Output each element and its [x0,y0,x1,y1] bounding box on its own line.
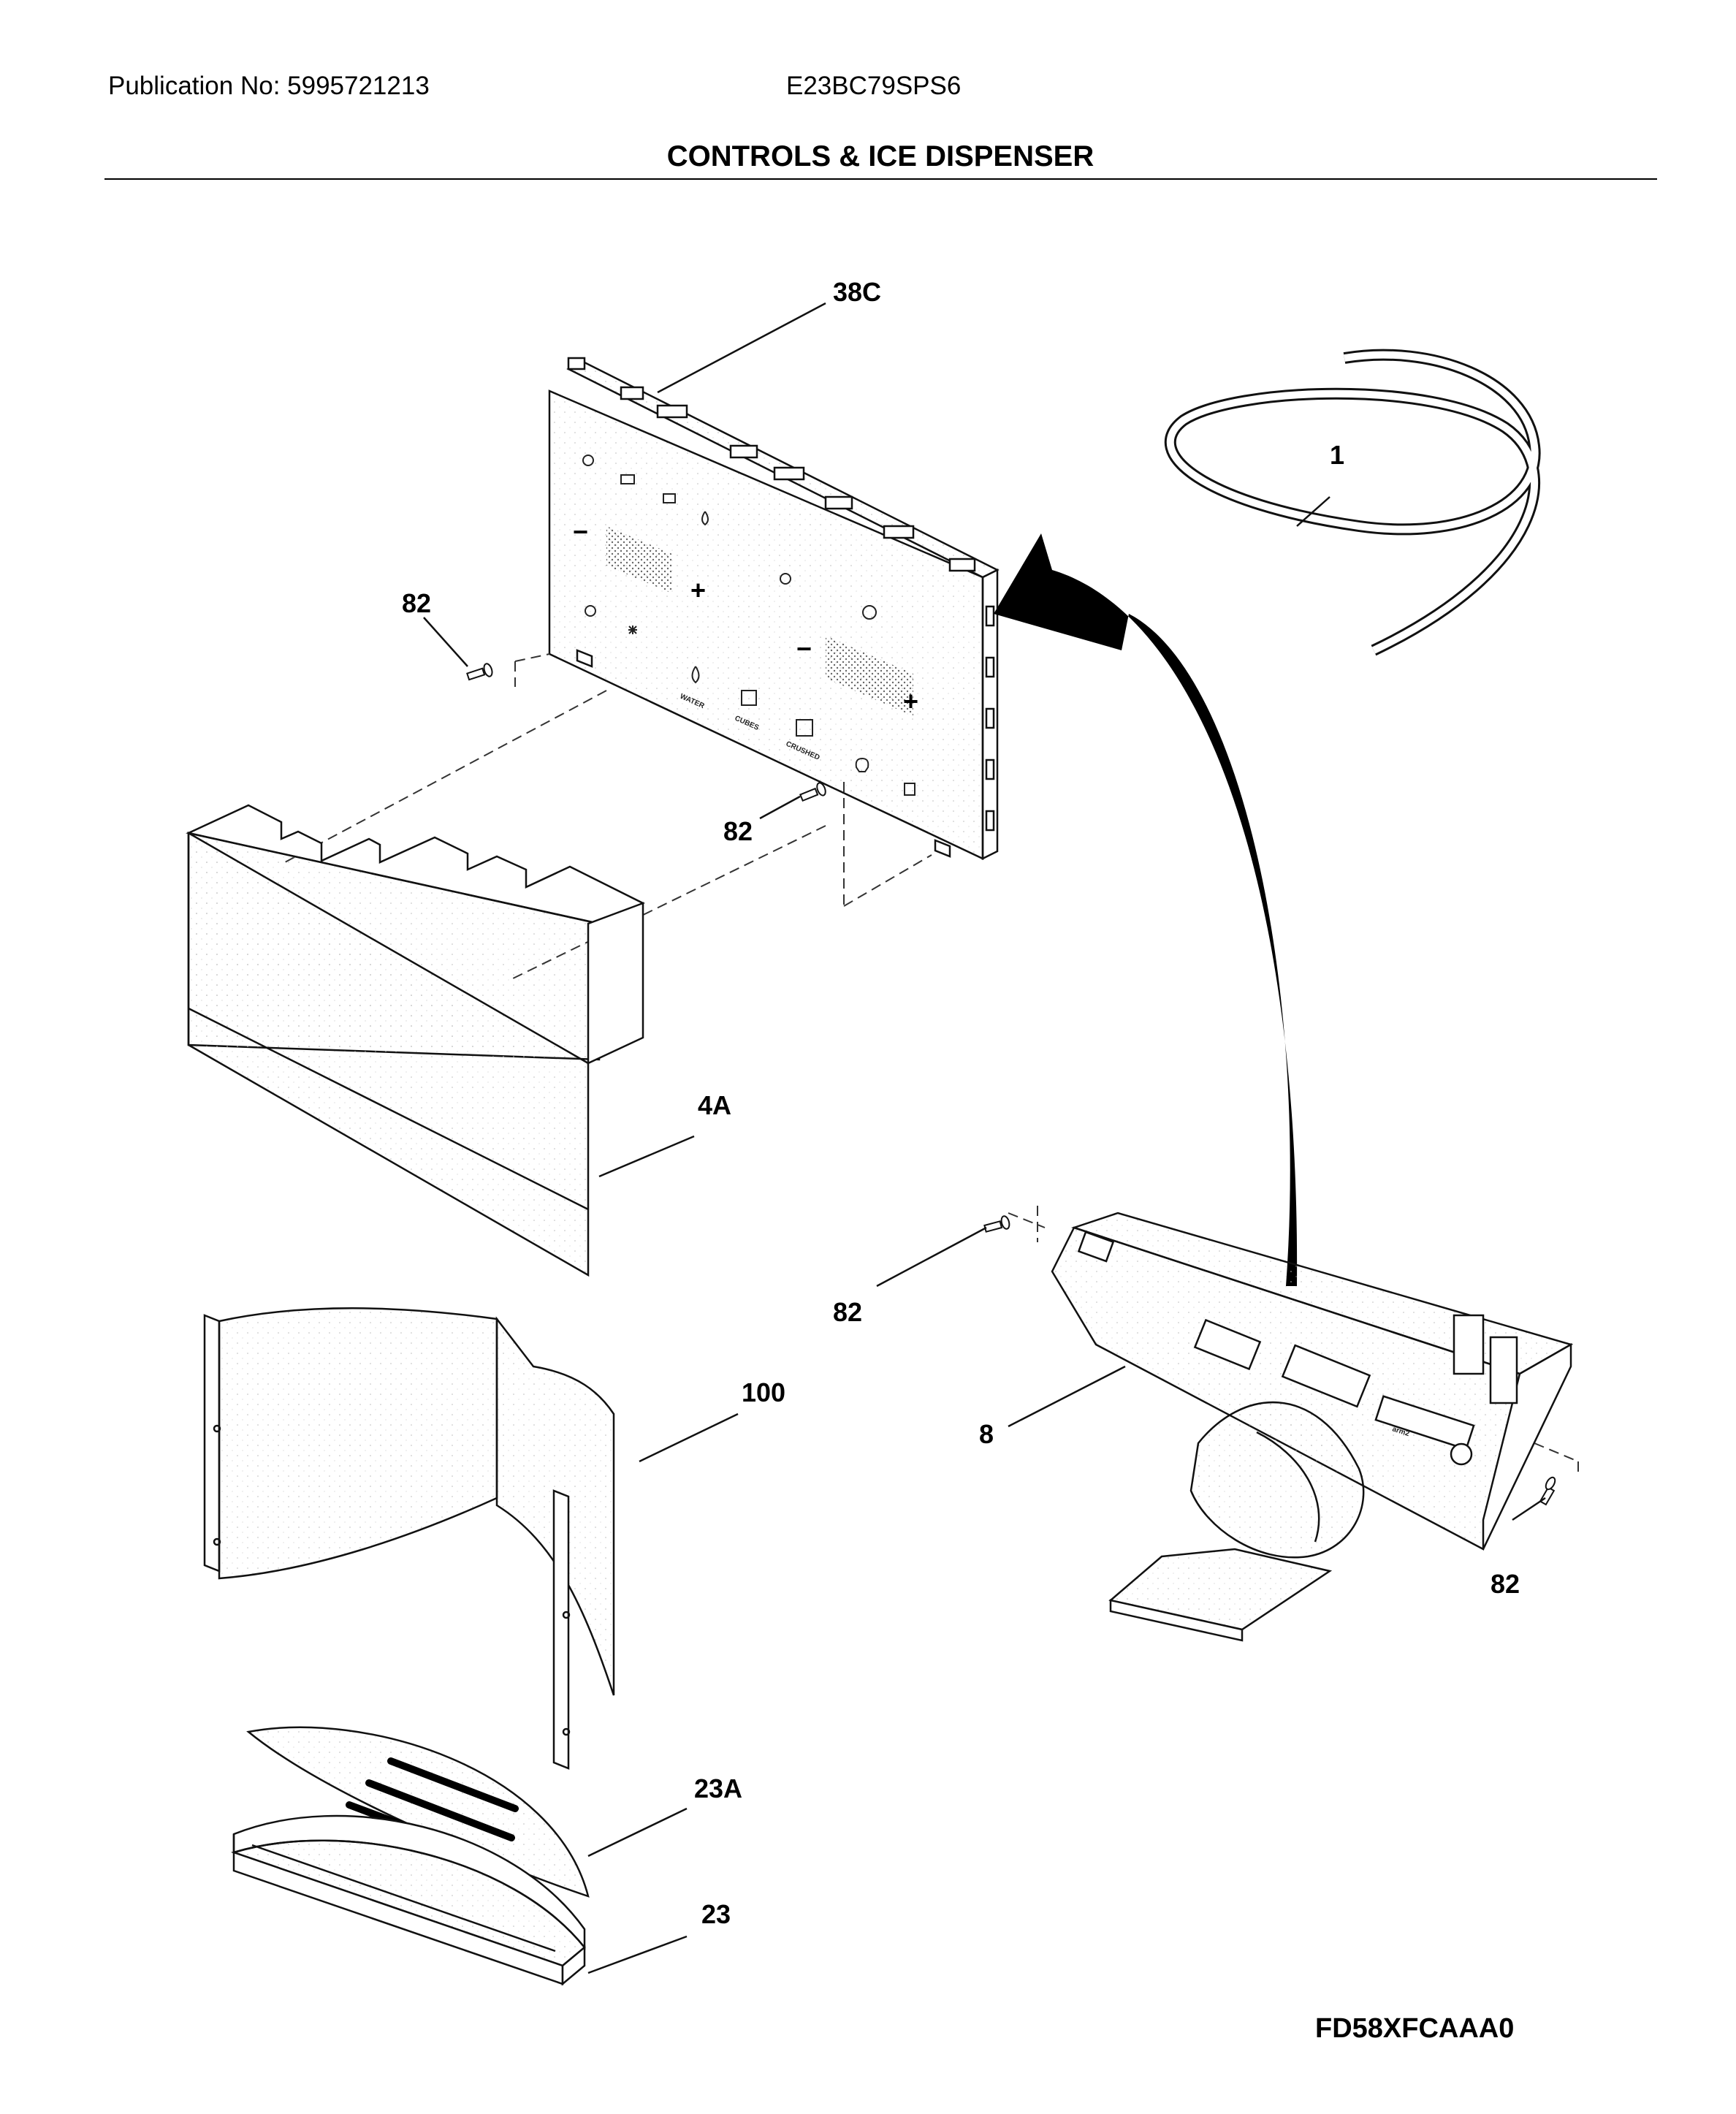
temp-display-icon [620,474,635,484]
callout-38c: 38C [833,277,881,307]
trim-panel-4a [186,804,645,1277]
callout-23a: 23A [694,1773,742,1803]
control-lock-icon [904,783,915,796]
fast-freeze-icon [628,626,637,634]
dispenser-liner-100 [203,1307,615,1770]
drip-tray-23 [230,1814,586,1986]
fast-ice-icon [585,605,596,617]
panel-plus-right: + [903,686,918,716]
diagram-code: FD58XFCAAA0 [1315,2013,1515,2044]
model-number: E23BC79SPS6 [786,72,962,100]
air-filter-icon [780,573,791,585]
screw-82-b [799,782,826,802]
panel-display-right [826,636,913,716]
callout-100: 100 [742,1377,785,1407]
page-title: CONTROLS & ICE DISPENSER [666,140,1094,172]
callout-82-dispenser: 82 [833,1297,862,1327]
ice-dispenser-assembly-8 [1051,1212,1574,1642]
screw-82-a [466,663,493,681]
callout-1: 1 [1330,440,1344,470]
crushed-icon [796,719,813,737]
title-divider [104,178,1657,180]
panel-plus-left: + [690,575,706,605]
panel-icons [582,455,915,796]
panel-minus-left: − [573,517,588,547]
callout-82-panel: 82 [723,816,753,846]
panel-minus-right: − [796,634,812,664]
leader-lines [423,302,1546,1974]
callout-labels: 38C 1 82 82 4A 82 100 8 82 23A 23 [402,277,1520,1929]
assembly-arrow [994,533,1298,1286]
screw-82-c [983,1215,1010,1233]
water-dispense-icon [691,666,700,684]
callout-8: 8 [979,1419,994,1449]
publication-number: Publication No: 5995721213 [108,72,430,100]
callout-4a: 4A [698,1090,731,1120]
dispenser-light-icon [855,758,869,772]
screw-82-d [1539,1476,1556,1506]
water-drop-icon [701,511,709,526]
tube-part-1 [1164,349,1541,656]
power-icon [862,605,877,620]
control-panel-38c [548,357,1000,861]
callout-82-right: 82 [1491,1569,1520,1599]
water-filter-icon [663,493,676,503]
callout-82-left: 82 [402,588,431,618]
vacation-mode-icon [582,455,594,466]
callout-23: 23 [701,1899,731,1929]
cubes-icon [741,690,757,706]
panel-display-left [606,526,672,593]
